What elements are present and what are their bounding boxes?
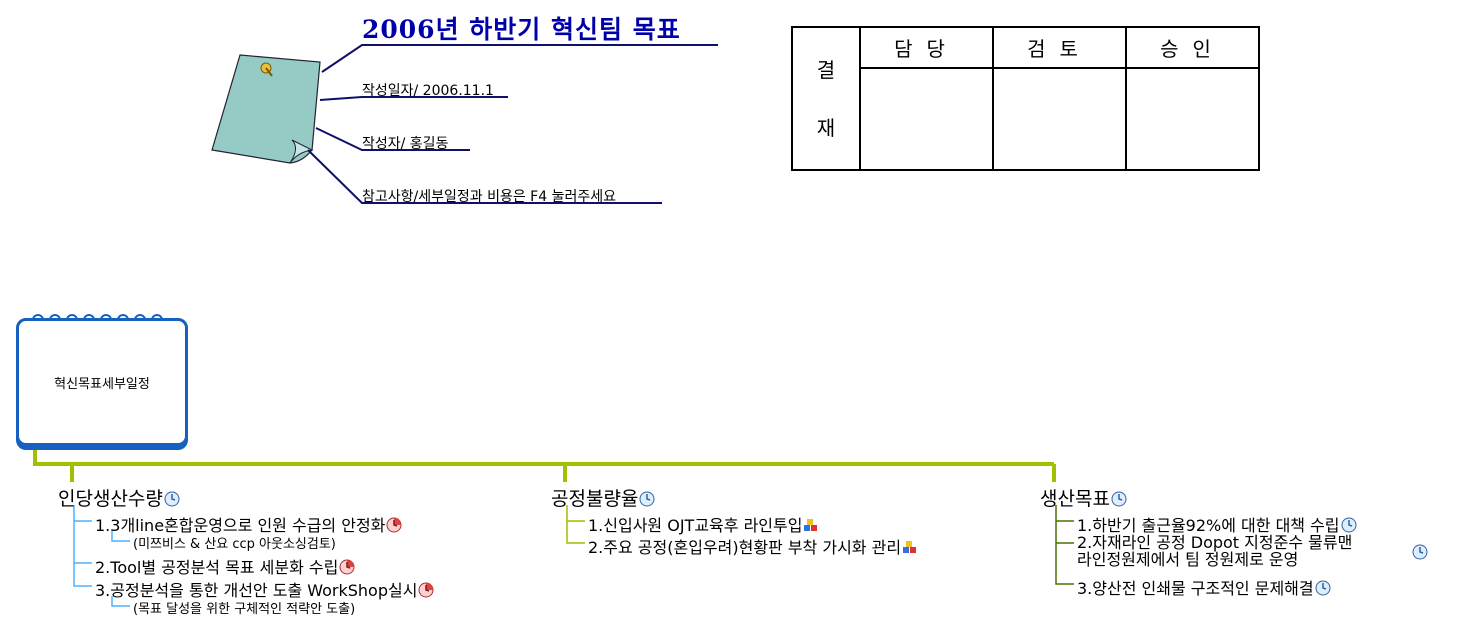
branch-title-text: 생산목표 [1040, 488, 1110, 510]
clock-icon[interactable] [1341, 517, 1357, 533]
boxes-icon[interactable] [902, 539, 918, 555]
branch-item[interactable]: 2.자재라인 공정 Dopot 지정준수 물류맨 라인정원제에서 팀 정원제로 … [1077, 534, 1352, 568]
branch-title-productivity[interactable]: 인당생산수량 [58, 484, 180, 511]
approval-header-approve: 승인 [1125, 26, 1260, 69]
branch-item-text: 2.자재라인 공정 Dopot 지정준수 물류맨 [1077, 533, 1353, 552]
approval-side-cell: 결 재 [791, 26, 861, 171]
branch-item-text: 1.신입사원 OJT교육후 라인투입 [588, 516, 803, 535]
clock-red-icon[interactable] [418, 582, 434, 598]
branch-title-defect-rate[interactable]: 공정불량율 [551, 484, 655, 511]
approval-sign-review[interactable] [992, 67, 1127, 171]
page-title: 2006년 하반기 혁신팀 목표 [362, 15, 681, 44]
approval-header-charge: 담당 [859, 26, 994, 69]
branch-item-text: 2.주요 공정(혼입우려)현황판 부착 가시화 관리 [588, 538, 902, 557]
clock-red-icon[interactable] [386, 517, 402, 533]
central-topic-label: 혁신목표세부일정 [54, 377, 150, 392]
branch-item-text: 3.공정분석을 통한 개선안 도출 WorkShop실시 [95, 581, 418, 600]
approval-side-bottom: 재 [816, 115, 836, 140]
branch-title-text: 공정불량율 [551, 488, 639, 510]
branch-item[interactable]: 2.주요 공정(혼입우려)현황판 부착 가시화 관리 [588, 534, 918, 558]
clock-icon[interactable] [639, 491, 655, 507]
approval-side-top: 결 [816, 57, 836, 82]
branch-item[interactable]: 1.하반기 출근율92%에 대한 대책 수립 [1077, 512, 1357, 536]
clock-icon[interactable] [164, 491, 180, 507]
approval-header-review: 검토 [992, 26, 1127, 69]
branch-item[interactable]: 1.신입사원 OJT교육후 라인투입 [588, 512, 819, 536]
approval-table: 결 재 담당 검토 승인 [791, 26, 1260, 171]
clock-red-icon[interactable] [339, 559, 355, 575]
branch-item-text: 2.Tool별 공정분석 목표 세분화 수립 [95, 558, 339, 577]
branch-title-production-target[interactable]: 생산목표 [1040, 484, 1127, 511]
clock-icon[interactable] [1315, 580, 1331, 596]
branch-item[interactable]: 3.양산전 인쇄물 구조적인 문제해결 [1077, 575, 1331, 599]
branch-title-text: 인당생산수량 [58, 488, 163, 510]
note-label[interactable]: 참고사항/세부일정과 비용은 F4 눌러주세요 [362, 189, 616, 205]
branch-item-text-line2: 라인정원제에서 팀 정원제로 운영 [1077, 550, 1299, 569]
author-label: 작성자/ 홍길동 [362, 136, 449, 152]
branch-item-text: 1.하반기 출근율92%에 대한 대책 수립 [1077, 516, 1340, 535]
branch-subitem[interactable]: (목표 달성을 위한 구체적인 적략안 도출) [133, 602, 356, 617]
branch-item-text: 1.3개line혼합운영으로 인원 수급의 안정화 [95, 516, 386, 535]
branch-item[interactable]: 3.공정분석을 통한 개선안 도출 WorkShop실시 [95, 577, 434, 601]
approval-sign-approve[interactable] [1125, 67, 1260, 171]
note-paper-icon [211, 54, 321, 164]
central-topic-notepad[interactable]: 혁신목표세부일정 [16, 318, 188, 446]
branch-item-text: 3.양산전 인쇄물 구조적인 문제해결 [1077, 579, 1314, 598]
created-date-label: 작성일자/ 2006.11.1 [362, 83, 494, 99]
boxes-icon[interactable] [803, 517, 819, 533]
clock-icon[interactable] [1111, 491, 1127, 507]
branch-item[interactable]: 2.Tool별 공정분석 목표 세분화 수립 [95, 554, 355, 578]
branch-item[interactable]: 1.3개line혼합운영으로 인원 수급의 안정화 [95, 512, 402, 536]
clock-icon[interactable] [1412, 544, 1428, 560]
branch-subitem[interactable]: (미쯔비스 & 산요 ccp 아웃소싱검토) [133, 537, 336, 552]
approval-sign-charge[interactable] [859, 67, 994, 171]
